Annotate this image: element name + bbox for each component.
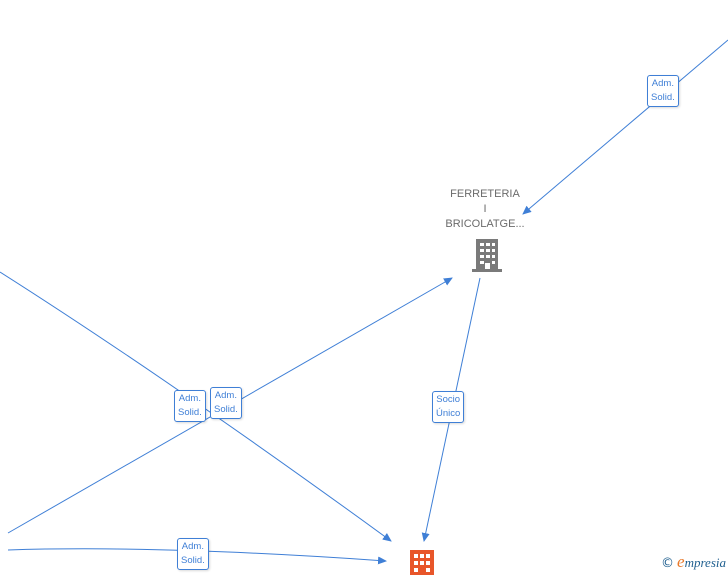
company-name-label[interactable]: FERRETERIA I BRICOLATGE... [440, 187, 530, 232]
edge-line-top-right [522, 39, 728, 215]
edge-label-line: Socio [436, 394, 461, 405]
brand-name: mpresia [684, 555, 726, 570]
edge-label-line: Adm. [651, 78, 674, 89]
company-name-line-1: FERRETERIA [450, 188, 520, 200]
edge-label-line: Solid. [214, 404, 238, 415]
edge-label-adm-solid-bottom[interactable]: Adm. Solid. [177, 538, 209, 570]
edge-label-adm-solid-right[interactable]: Adm. Solid. [210, 387, 242, 419]
empresia-logo: ©empresia [661, 552, 726, 572]
edge-label-line: Adm. [181, 541, 204, 552]
edge-label-line: Adm. [214, 390, 237, 401]
company-name-line-3: BRICOLATGE... [445, 218, 525, 230]
edge-label-socio-unico[interactable]: Socio Único [432, 391, 465, 423]
edge-label-line: Solid. [178, 407, 202, 418]
building-icon[interactable] [472, 239, 502, 272]
edge-label-line: Solid. [651, 92, 675, 103]
edge-label-line: Solid. [181, 555, 205, 566]
company-name-line-2: I [483, 203, 487, 215]
edge-label-adm-solid-top[interactable]: Adm. Solid. [647, 75, 679, 107]
brand-initial: e [677, 552, 685, 571]
focus-building-icon[interactable] [410, 550, 434, 575]
edge-label-adm-solid-left[interactable]: Adm. Solid. [174, 390, 206, 422]
copyright-symbol: © [661, 556, 675, 571]
edge-label-line: Adm. [178, 393, 201, 404]
edge-label-line: Único [436, 408, 461, 419]
